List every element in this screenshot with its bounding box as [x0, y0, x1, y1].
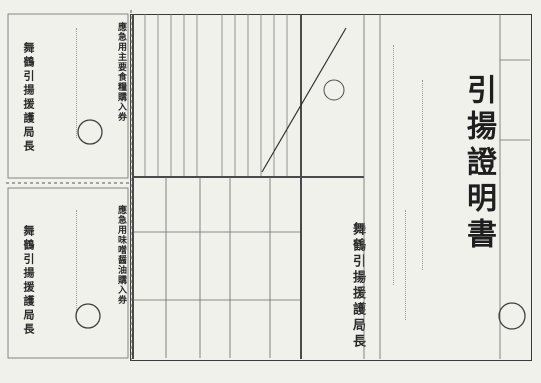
certificate-issuer: 舞鶴引揚援護局長 [350, 222, 365, 350]
miso-fields-blank [76, 210, 77, 320]
miso-coupon-issuer: 舞鶴引揚援護局長 [22, 225, 35, 337]
rice-coupon-frame [7, 13, 129, 179]
certificate-seal [498, 302, 526, 330]
date-seal [323, 79, 345, 101]
outer-frame [130, 14, 532, 361]
miso-coupon-frame [7, 187, 129, 359]
rice-coupon-title: 應急用主要食糧購入券 [116, 22, 126, 122]
rice-coupon-issuer: 舞鶴引揚援護局長 [22, 42, 35, 154]
holder-prefecture-blank [393, 45, 394, 285]
rice-coupon-seal [77, 119, 103, 145]
ledger-divider-right [300, 14, 302, 359]
rice-fields-blank [76, 28, 77, 138]
arrival-statement-blank [405, 210, 406, 320]
ledger-column-rules [144, 14, 288, 176]
lower-table-rules [133, 177, 300, 358]
right-block-rules [363, 14, 530, 359]
ledger-diagonal [261, 27, 347, 173]
miso-coupon-title: 應急用味噌醤油購入券 [116, 205, 126, 305]
certificate-title: 引揚證明書 [461, 74, 496, 254]
ledger-divider-left [132, 14, 134, 359]
holder-name-blank [422, 80, 423, 270]
ledger-horizontal-mid [132, 176, 364, 178]
miso-coupon-seal [75, 303, 101, 329]
